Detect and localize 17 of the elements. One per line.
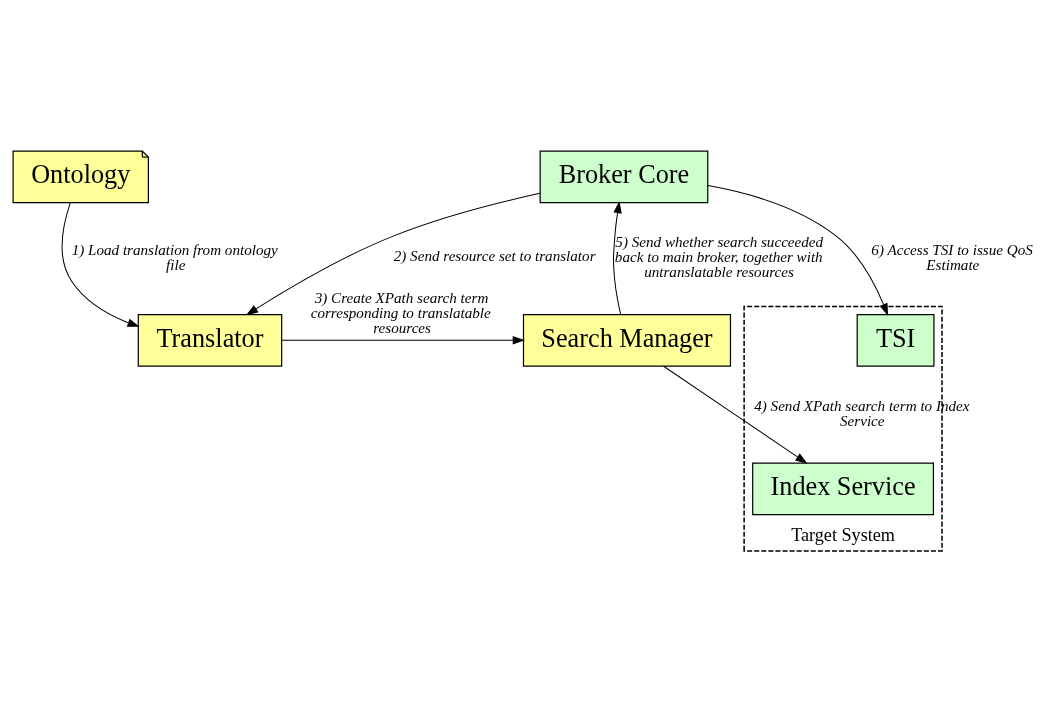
node-box: Index Service	[752, 462, 935, 516]
arrow	[281, 336, 525, 345]
node-box: TSI	[856, 314, 935, 367]
edge-label: 4) Send XPath search term to Index Service	[754, 397, 970, 429]
node-box: Translator	[137, 314, 283, 367]
arrow	[61, 202, 140, 327]
arrow	[707, 185, 889, 316]
arrow	[663, 365, 808, 464]
edge-label: 2) Send resource set to translator	[393, 248, 596, 265]
arrow	[245, 192, 541, 316]
edge-label: 3) Create XPath search term corresponding to translatable resources	[310, 290, 491, 337]
node-box: Search Manager	[522, 314, 732, 367]
arrow	[613, 201, 622, 315]
edge-label: 5) Send whether search succeeded back to main broker, together with untranslatable resources	[614, 233, 824, 281]
node-box: Broker Core	[539, 150, 709, 204]
edge-label: 1) Load translation from ontology file	[71, 241, 278, 273]
edge-label: 6) Access TSI to issue QoS Estimate	[871, 241, 1033, 273]
